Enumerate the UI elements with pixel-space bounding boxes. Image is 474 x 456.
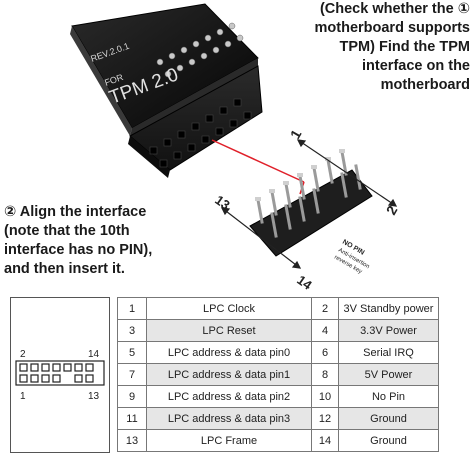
pin-number-odd: 3 <box>117 319 147 342</box>
pin-number-even: 12 <box>311 407 339 430</box>
step1-line-0: (Check whether the <box>319 1 454 17</box>
label-pin-14: 14 <box>294 272 315 292</box>
tpm-connector <box>128 65 263 178</box>
pin-number-odd: 11 <box>117 407 147 430</box>
pin-number-even: 10 <box>311 385 339 408</box>
pin-number-even: 2 <box>311 297 339 320</box>
pin-number-even: 8 <box>311 363 339 386</box>
pin-description-odd: LPC address & data pin1 <box>146 363 312 386</box>
step2-line-0: Align the interface <box>19 204 147 220</box>
pin-description-even: Ground <box>338 429 439 452</box>
dimension-arrows <box>220 139 398 269</box>
tpm-illustration: REV.2.0.1 FOR TPM 2.0 <box>70 3 401 292</box>
alignment-line <box>211 139 305 183</box>
motherboard-header <box>249 149 373 257</box>
step1-line-1: motherboard supports <box>314 20 470 36</box>
pin-description-odd: LPC Frame <box>146 429 312 452</box>
module-top-pins <box>156 22 244 78</box>
pin-number-odd: 1 <box>117 297 147 320</box>
step2-instruction: ② Align the interface (note that the 10t… <box>4 203 244 279</box>
pin-description-even: 5V Power <box>338 363 439 386</box>
pinout-pins <box>19 363 94 383</box>
pinout-label-2: 2 <box>20 349 26 360</box>
pin-number-odd: 9 <box>117 385 147 408</box>
pin-number-odd: 7 <box>117 363 147 386</box>
pin-description-even: No Pin <box>338 385 439 408</box>
pin-description-odd: LPC Reset <box>146 319 312 342</box>
step2-line-2: interface has no PIN), <box>4 242 153 258</box>
pin-number-odd: 13 <box>117 429 147 452</box>
pin-number-even: 4 <box>311 319 339 342</box>
step1-line-4: motherboard <box>380 77 470 93</box>
pinout-label-14: 14 <box>88 349 100 360</box>
pin-description-odd: LPC address & data pin3 <box>146 407 312 430</box>
step1-instruction: (Check whether the ① motherboard support… <box>262 0 470 95</box>
label-pin-13: 13 <box>212 192 232 213</box>
label-pin-1: 1 <box>287 127 305 142</box>
step2-line-1: (note that the 10th <box>4 223 130 239</box>
step1-line-3: interface on the <box>362 58 470 74</box>
pinout-label-13: 13 <box>88 391 100 402</box>
pin-description-odd: LPC address & data pin2 <box>146 385 312 408</box>
pin-number-even: 6 <box>311 341 339 364</box>
pin-number-odd: 5 <box>117 341 147 364</box>
header-pins <box>256 150 362 238</box>
tpm-module: REV.2.0.1 FOR TPM 2.0 <box>70 3 259 136</box>
pin-description-odd: LPC Clock <box>146 297 312 320</box>
pinout-diagram: 2 14 1 13 <box>15 349 105 402</box>
step1-line-2: TPM) Find the TPM <box>339 39 470 55</box>
step2-marker: ② <box>4 204 17 220</box>
pinout-label-1: 1 <box>20 391 26 402</box>
connector-holes <box>149 98 252 168</box>
step1-marker: ① <box>457 1 470 17</box>
pin-description-odd: LPC address & data pin0 <box>146 341 312 364</box>
step2-line-3: and then insert it. <box>4 261 125 277</box>
pin-description-even: Serial IRQ <box>338 341 439 364</box>
pin-description-even: Ground <box>338 407 439 430</box>
pin-description-even: 3V Standby power <box>338 297 439 320</box>
pin-description-even: 3.3V Power <box>338 319 439 342</box>
pin-number-even: 14 <box>311 429 339 452</box>
